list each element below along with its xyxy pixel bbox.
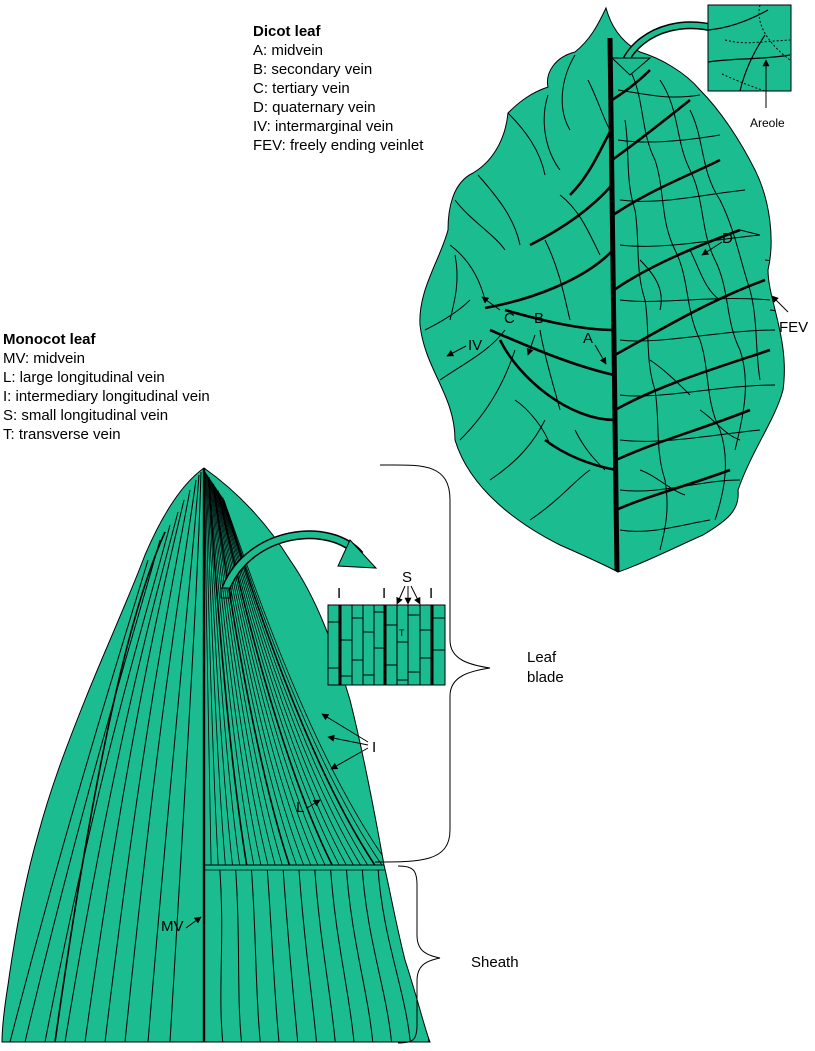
monocot-vein-inset: T — [328, 605, 445, 685]
i-label: I — [372, 739, 376, 756]
s-label: S — [402, 569, 412, 586]
monocot-leaf-blade — [2, 468, 430, 1042]
t-label: T — [399, 628, 405, 638]
c-label: C — [504, 310, 515, 327]
monocot-leaf: T I I I S I L MV — [2, 468, 445, 1042]
sheath-label: Sheath — [471, 954, 519, 971]
areole-label: Areole — [750, 116, 785, 130]
inset-i-label-1: I — [337, 585, 341, 602]
leaf-blade-label-line2: blade — [527, 669, 564, 686]
dicot-leaf-blade — [420, 8, 785, 572]
s-pointer-3 — [411, 586, 420, 604]
leaf-blade-label-line1: Leaf — [527, 649, 557, 666]
fev-label: FEV — [779, 319, 808, 336]
l-label: L — [296, 799, 304, 816]
mv-label: MV — [161, 918, 184, 935]
inset-i-label-3: I — [429, 585, 433, 602]
d-label: D — [722, 230, 733, 247]
b-label: B — [534, 310, 544, 327]
s-pointer-1 — [397, 586, 405, 604]
inset-i-label-2: I — [382, 585, 386, 602]
a-label: A — [583, 330, 593, 347]
areole-inset — [708, 5, 791, 91]
iv-label: IV — [468, 337, 482, 354]
dicot-leaf: Areole A B C IV D FEV — [420, 5, 808, 572]
